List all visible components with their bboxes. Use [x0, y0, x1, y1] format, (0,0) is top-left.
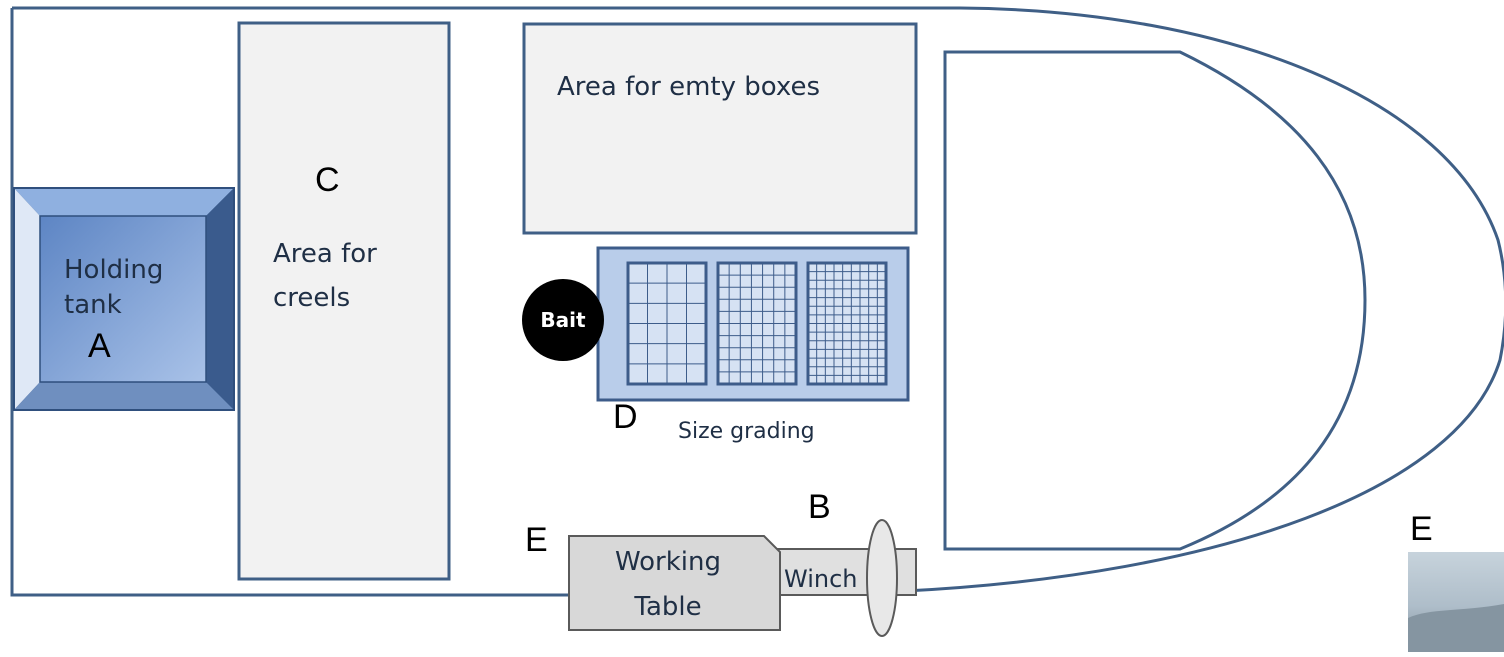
holding-tank-label-line2: tank [64, 290, 122, 320]
black-circle-icon [522, 279, 604, 361]
winch: Winch B [777, 488, 917, 637]
grading-grid-medium [716, 261, 798, 386]
bow-panel [943, 50, 1367, 551]
winch-marker: B [808, 488, 831, 526]
working-table: Working Table E [525, 521, 781, 631]
empty-boxes-label: Area for emty boxes [557, 72, 820, 102]
size-grading-marker: D [613, 398, 638, 436]
winch-label: Winch [784, 565, 858, 593]
bait-label: Bait [540, 308, 586, 332]
creels-area: C Area for creels [237, 21, 451, 581]
size-grading: D Size grading [596, 246, 910, 444]
grading-grid-fine [806, 261, 888, 386]
hull-outline [10, 6, 1504, 597]
holding-tank: Holding tank A [13, 187, 235, 411]
empty-boxes-area: Area for emty boxes [522, 22, 918, 235]
bait-container: Bait [522, 279, 604, 361]
holding-tank-label-line1: Holding [64, 255, 163, 285]
working-table-label-line1: Working [615, 547, 721, 577]
creels-label-line2: creels [273, 283, 350, 313]
oval-drum-icon [866, 519, 898, 637]
creels-marker: C [315, 161, 340, 199]
photo-inset: E [1408, 510, 1504, 652]
holding-tank-marker: A [88, 327, 111, 365]
size-grading-label: Size grading [678, 419, 815, 444]
grading-grid-coarse [626, 261, 708, 386]
photo-marker: E [1410, 510, 1433, 548]
working-table-marker: E [525, 521, 548, 559]
working-table-label-line2: Table [633, 592, 701, 622]
creels-label-line1: Area for [273, 239, 377, 269]
